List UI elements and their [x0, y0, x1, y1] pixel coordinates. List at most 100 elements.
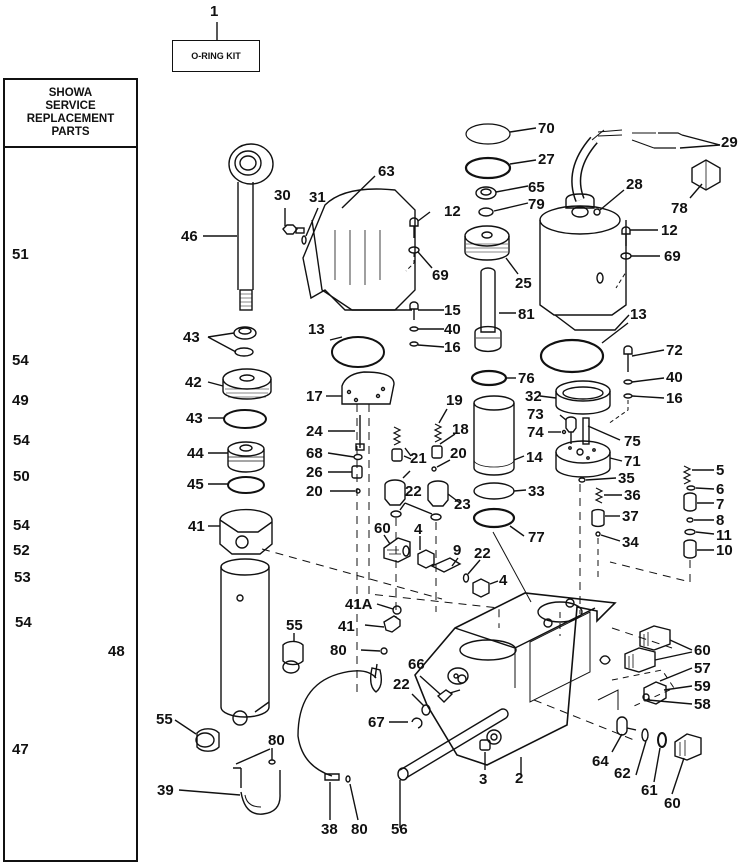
- callout-42: 42: [185, 374, 202, 391]
- callout-38: 38: [321, 821, 338, 838]
- callout-22: 22: [405, 483, 422, 500]
- callout-11: 11: [716, 527, 732, 544]
- callout-65: 65: [528, 179, 545, 196]
- callout-31: 31: [309, 189, 326, 206]
- callout-41: 41: [338, 618, 355, 635]
- callout-7: 7: [716, 496, 725, 513]
- callout-45: 45: [187, 476, 204, 493]
- callout-33: 33: [528, 483, 545, 500]
- callout-68: 68: [306, 445, 323, 462]
- callout-80: 80: [268, 732, 285, 749]
- callout-22: 22: [393, 676, 410, 693]
- callout-60: 60: [664, 795, 681, 812]
- callout-48: 48: [108, 643, 125, 660]
- callout-19: 19: [446, 392, 463, 409]
- callout-72: 72: [666, 342, 683, 359]
- callout-2: 2: [515, 770, 524, 787]
- callout-34: 34: [622, 534, 639, 551]
- callout-20: 20: [450, 445, 467, 462]
- callout-4: 4: [499, 572, 508, 589]
- callout-41: 41: [188, 518, 205, 535]
- callout-57: 57: [694, 660, 711, 677]
- callout-43: 43: [183, 329, 200, 346]
- callout-13: 13: [630, 306, 647, 323]
- callout-39: 39: [157, 782, 174, 799]
- callout-18: 18: [452, 421, 469, 438]
- callout-74: 74: [527, 424, 544, 441]
- callout-69: 69: [664, 248, 681, 265]
- showa-panel-heading: SHOWA SERVICE REPLACEMENT PARTS: [5, 80, 136, 148]
- callout-55: 55: [286, 617, 303, 634]
- callout-4: 4: [414, 521, 423, 538]
- callout-77: 77: [528, 529, 545, 546]
- callout-27: 27: [538, 151, 555, 168]
- callout-63: 63: [378, 163, 395, 180]
- callout-62: 62: [614, 765, 631, 782]
- callout-3: 3: [479, 771, 488, 788]
- callout-73: 73: [527, 406, 544, 423]
- callout-15: 15: [444, 302, 461, 319]
- callout-21: 21: [410, 450, 427, 467]
- callout-52: 52: [13, 542, 30, 559]
- heading-line: PARTS: [51, 126, 90, 138]
- callout-40: 40: [444, 321, 461, 338]
- callout-47: 47: [12, 741, 29, 758]
- showa-parts-panel: SHOWA SERVICE REPLACEMENT PARTS: [3, 78, 138, 862]
- callout-8: 8: [716, 512, 725, 529]
- callout-13: 13: [308, 321, 325, 338]
- callout-36: 36: [624, 487, 641, 504]
- callout-30: 30: [274, 187, 291, 204]
- callout-6: 6: [716, 481, 725, 498]
- callout-28: 28: [626, 176, 643, 193]
- callout-71: 71: [624, 453, 641, 470]
- callout-54: 54: [15, 614, 32, 631]
- callout-50: 50: [13, 468, 30, 485]
- callout-24: 24: [306, 423, 323, 440]
- callout-46: 46: [181, 228, 198, 245]
- callout-53: 53: [14, 569, 31, 586]
- callout-80: 80: [351, 821, 368, 838]
- callout-76: 76: [518, 370, 535, 387]
- callout-32: 32: [525, 388, 542, 405]
- callout-26: 26: [306, 464, 323, 481]
- callout-12: 12: [661, 222, 678, 239]
- callout-78: 78: [671, 200, 688, 217]
- callout-29: 29: [721, 134, 738, 151]
- callout-17: 17: [306, 388, 323, 405]
- callout-16: 16: [444, 339, 461, 356]
- heading-line: REPLACEMENT: [26, 113, 115, 125]
- callout-61: 61: [641, 782, 658, 799]
- callout-22: 22: [474, 545, 491, 562]
- callout-5: 5: [716, 462, 725, 479]
- callout-9: 9: [453, 542, 462, 559]
- callout-55: 55: [156, 711, 173, 728]
- callout-10: 10: [716, 542, 733, 559]
- heading-line: SHOWA: [48, 87, 93, 99]
- callout-20: 20: [306, 483, 323, 500]
- callout-64: 64: [592, 753, 609, 770]
- callout-81: 81: [518, 306, 535, 323]
- callout-59: 59: [694, 678, 711, 695]
- callout-number-1: 1: [210, 3, 219, 20]
- callout-80: 80: [330, 642, 347, 659]
- callout-43: 43: [186, 410, 203, 427]
- callout-56: 56: [391, 821, 408, 838]
- callout-54: 54: [12, 352, 29, 369]
- callout-37: 37: [622, 508, 639, 525]
- callout-41a: 41A: [345, 596, 373, 613]
- callout-69: 69: [432, 267, 449, 284]
- callout-25: 25: [515, 275, 532, 292]
- callout-40: 40: [666, 369, 683, 386]
- callout-54: 54: [13, 517, 30, 534]
- callout-12: 12: [444, 203, 461, 220]
- callout-35: 35: [618, 470, 635, 487]
- callout-14: 14: [526, 449, 543, 466]
- callout-70: 70: [538, 120, 555, 137]
- callout-60: 60: [694, 642, 711, 659]
- o-ring-kit-box: O-RING KIT: [172, 40, 260, 72]
- callout-23: 23: [454, 496, 471, 513]
- callout-75: 75: [624, 433, 641, 450]
- callout-16: 16: [666, 390, 683, 407]
